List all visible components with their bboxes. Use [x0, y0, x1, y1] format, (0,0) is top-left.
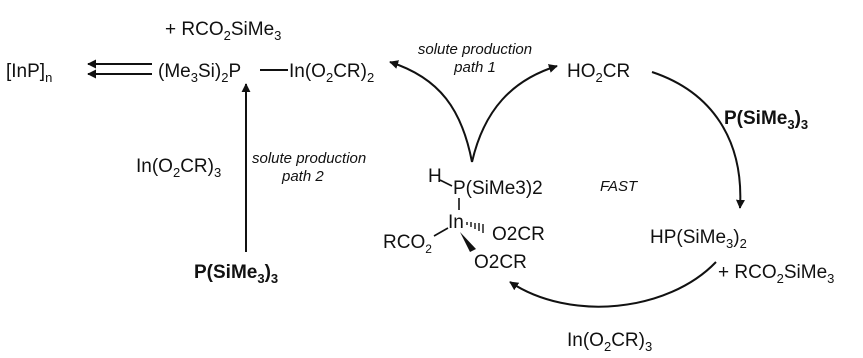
hashed-wedge-bond: [466, 222, 484, 233]
h-p-bond: [439, 179, 453, 187]
path-2-label-line1: solute production: [252, 150, 366, 167]
intermediate-rco2-left: RCO2: [383, 232, 432, 256]
indium-carboxylate-fragment: In(O2CR)2: [289, 61, 374, 85]
path-1-label-line2: path 1: [453, 59, 496, 76]
intermediate-o2cr-upper: O2CR: [492, 224, 545, 245]
bis-silylphosphine: HP(SiMe3)2: [650, 227, 747, 251]
byproduct-silyl-ester-top: + RCO2SiMe3: [165, 19, 281, 43]
indium-phosphide-product: [InP]n: [6, 61, 52, 85]
path-1-arrow-to-complex: [389, 60, 473, 163]
reagent-tris-silylphosphine-left: P(SiMe3)3: [194, 262, 278, 286]
in-o-bond-left: [433, 227, 449, 237]
path-1-arrow-to-acid: [471, 64, 558, 163]
path-2-label-line2: path 2: [281, 168, 324, 185]
intermediate-in-atom: In: [448, 212, 464, 233]
fast-label: FAST: [600, 178, 639, 195]
indium-carboxylate-bottom: In(O2CR)3: [567, 330, 652, 354]
intermediate-p-group: P(SiMe3)2: [453, 178, 543, 199]
reagent-tris-silylphosphine-right: P(SiMe3)3: [724, 108, 808, 132]
byproduct-silyl-ester-right: + RCO2SiMe3: [718, 262, 834, 286]
path-1-label-line1: solute production: [418, 41, 532, 58]
cycle-arrow-bottom: [509, 261, 717, 308]
indium-carboxylate-left: In(O2CR)3: [136, 156, 221, 180]
intermediate-o2cr-lower: O2CR: [474, 252, 527, 273]
solid-wedge-bond: [460, 232, 476, 252]
intermediate-h-atom: H: [428, 166, 442, 187]
cycle-arrow-right: [651, 71, 745, 209]
phosphine-indium-complex: (Me3Si)2P: [158, 61, 241, 85]
carboxylic-acid: HO2CR: [567, 61, 630, 85]
